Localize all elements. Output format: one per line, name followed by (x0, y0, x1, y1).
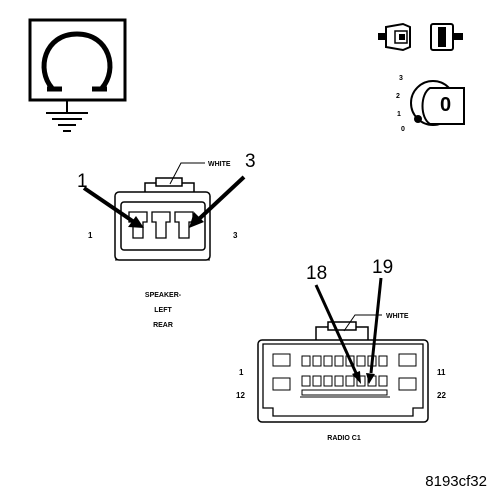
speaker-title-line-3: REAR (153, 322, 173, 329)
radio-pin-11-label: 11 (437, 368, 446, 377)
speaker-title-line-1: SPEAKER- (145, 292, 182, 299)
radio-callout-18: 18 (306, 263, 327, 284)
radio-wire-color-label: WHITE (386, 313, 409, 320)
speaker-wire-color-label: WHITE (208, 161, 231, 168)
radio-c1-connector (257, 277, 429, 423)
radio-callout-19: 19 (372, 257, 393, 278)
ignition-key-label: 0 (440, 94, 451, 116)
radio-pin-22-label: 22 (437, 391, 446, 400)
radio-pin-12-label: 12 (236, 391, 245, 400)
speaker-pin-1-label: 1 (88, 231, 93, 240)
ignition-position-3: 3 (399, 75, 403, 82)
speaker-connector (82, 162, 246, 261)
speaker-callout-3: 3 (245, 151, 256, 172)
ignition-position-1: 1 (397, 111, 401, 118)
disconnect-connector-icon (378, 22, 463, 52)
ignition-position-2: 2 (396, 93, 400, 100)
radio-connector-title: RADIO C1 (327, 435, 361, 442)
radio-pin-1-label: 1 (239, 368, 244, 377)
speaker-callout-1: 1 (77, 171, 88, 192)
ohmmeter-icon (28, 18, 127, 132)
radio-terminal-row-2 (301, 375, 388, 387)
ignition-position-0: 0 (401, 126, 405, 133)
speaker-pin-3-label: 3 (233, 231, 238, 240)
speaker-title-line-2: LEFT (154, 307, 172, 314)
figure-code: 8193cf32 (425, 473, 487, 490)
ignition-off-icon (410, 80, 465, 126)
